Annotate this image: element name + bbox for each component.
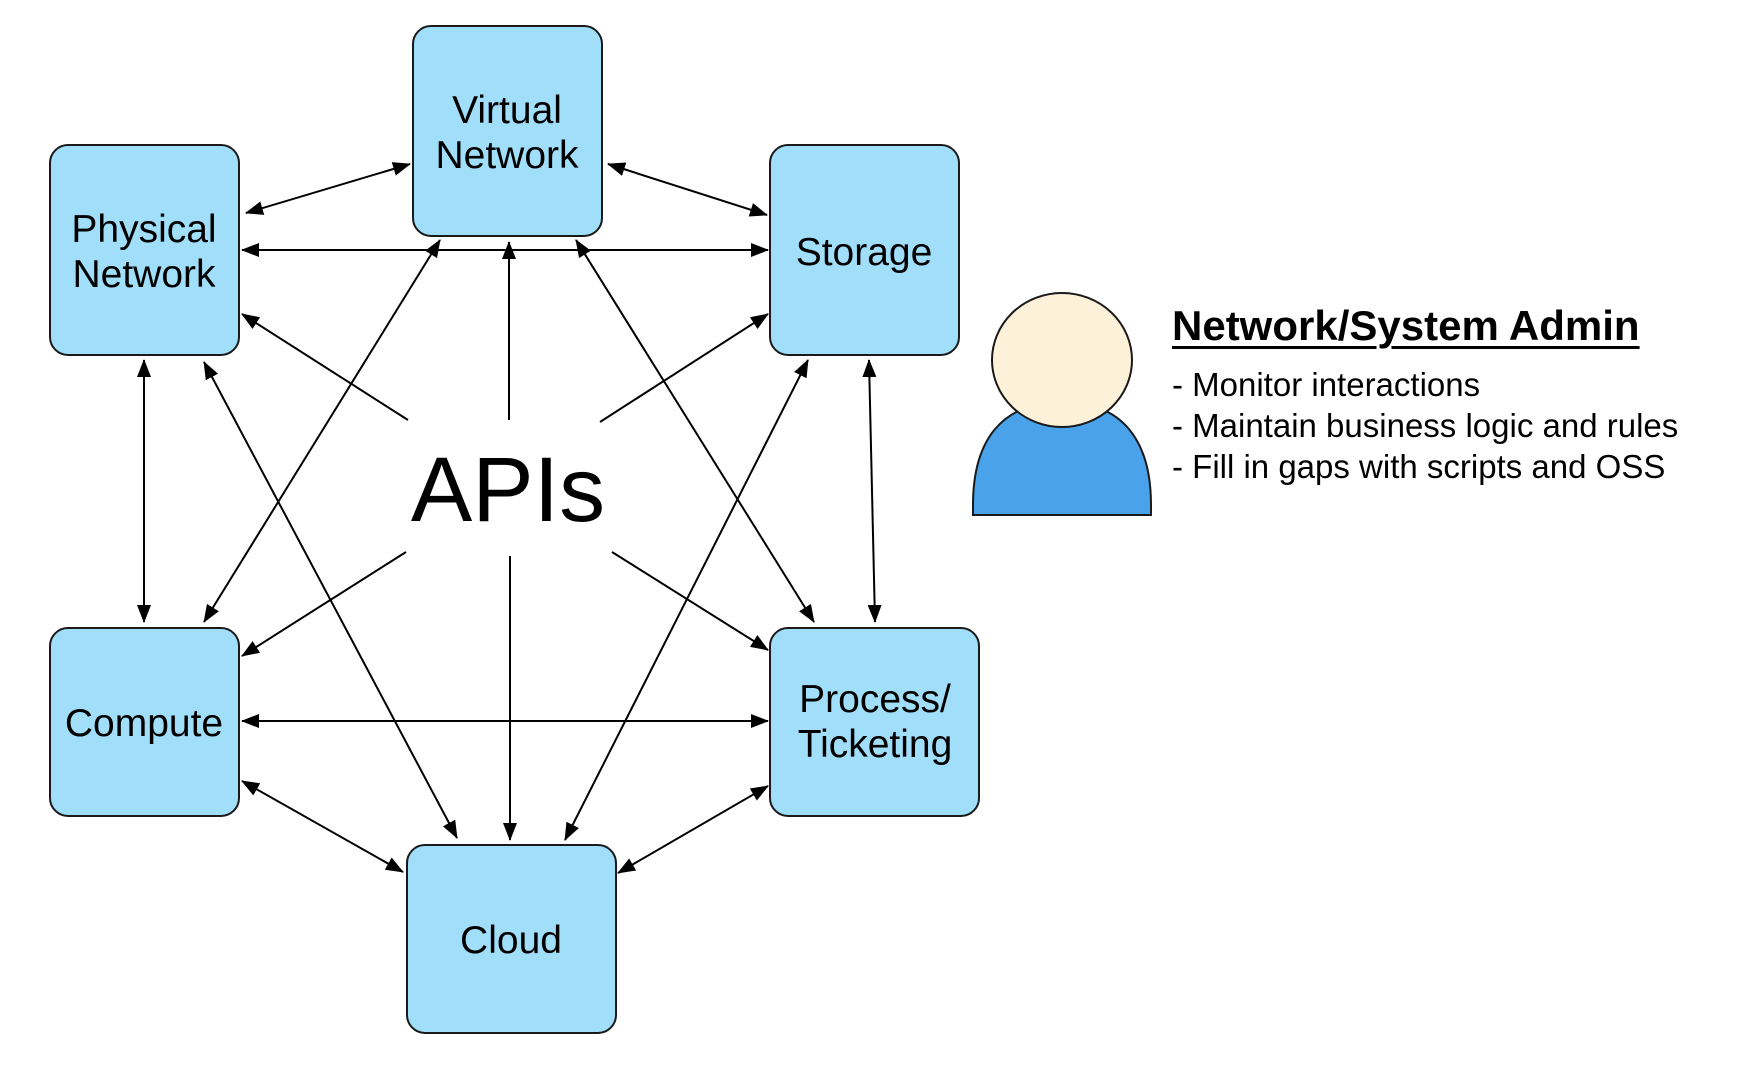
admin-title: Network/System Admin [1172,302,1640,349]
node-process-ticketing-label-1: Process/ [799,678,951,721]
admin-item: - Fill in gaps with scripts and OSS [1172,448,1666,485]
arrow-physical-virtual [245,162,411,215]
node-virtual-network-label-1: Virtual [452,89,562,132]
admin-panel: Network/System Admin - Monitor interacti… [1172,302,1732,487]
node-virtual-network-label-2: Network [435,134,579,177]
admin-item: - Maintain business logic and rules [1172,407,1679,444]
node-physical-network: Physical Network [49,144,240,356]
node-physical-network-label-1: Physical [71,208,216,251]
node-virtual-network: Virtual Network [412,25,603,237]
node-compute: Compute [49,627,240,817]
arrow-storage-cloud [564,359,809,841]
arrow-api-physical [241,313,409,421]
node-cloud-label: Cloud [460,919,562,962]
admin-person-icon [972,292,1152,516]
arrow-api-process [611,551,769,651]
node-cloud: Cloud [406,844,617,1034]
arrow-compute-cloud [241,780,404,873]
arrow-api-storage [599,313,769,423]
node-process-ticketing-label-2: Ticketing [798,723,953,766]
arrow-virtual-storage [607,162,768,217]
arrow-api-compute [241,551,407,657]
node-storage-label: Storage [796,231,933,274]
person-head [991,292,1133,428]
apis-label: APIs [411,439,605,541]
arrow-process-cloud [617,785,769,874]
connector-arrows [137,162,882,874]
node-process-ticketing: Process/ Ticketing [769,627,980,817]
arrow-storage-process [862,359,882,623]
node-physical-network-label-2: Network [72,253,216,296]
node-compute-label: Compute [65,702,223,745]
admin-responsibilities: - Monitor interactions - Maintain busine… [1172,364,1732,487]
node-storage: Storage [769,144,960,356]
admin-item: - Monitor interactions [1172,366,1481,403]
